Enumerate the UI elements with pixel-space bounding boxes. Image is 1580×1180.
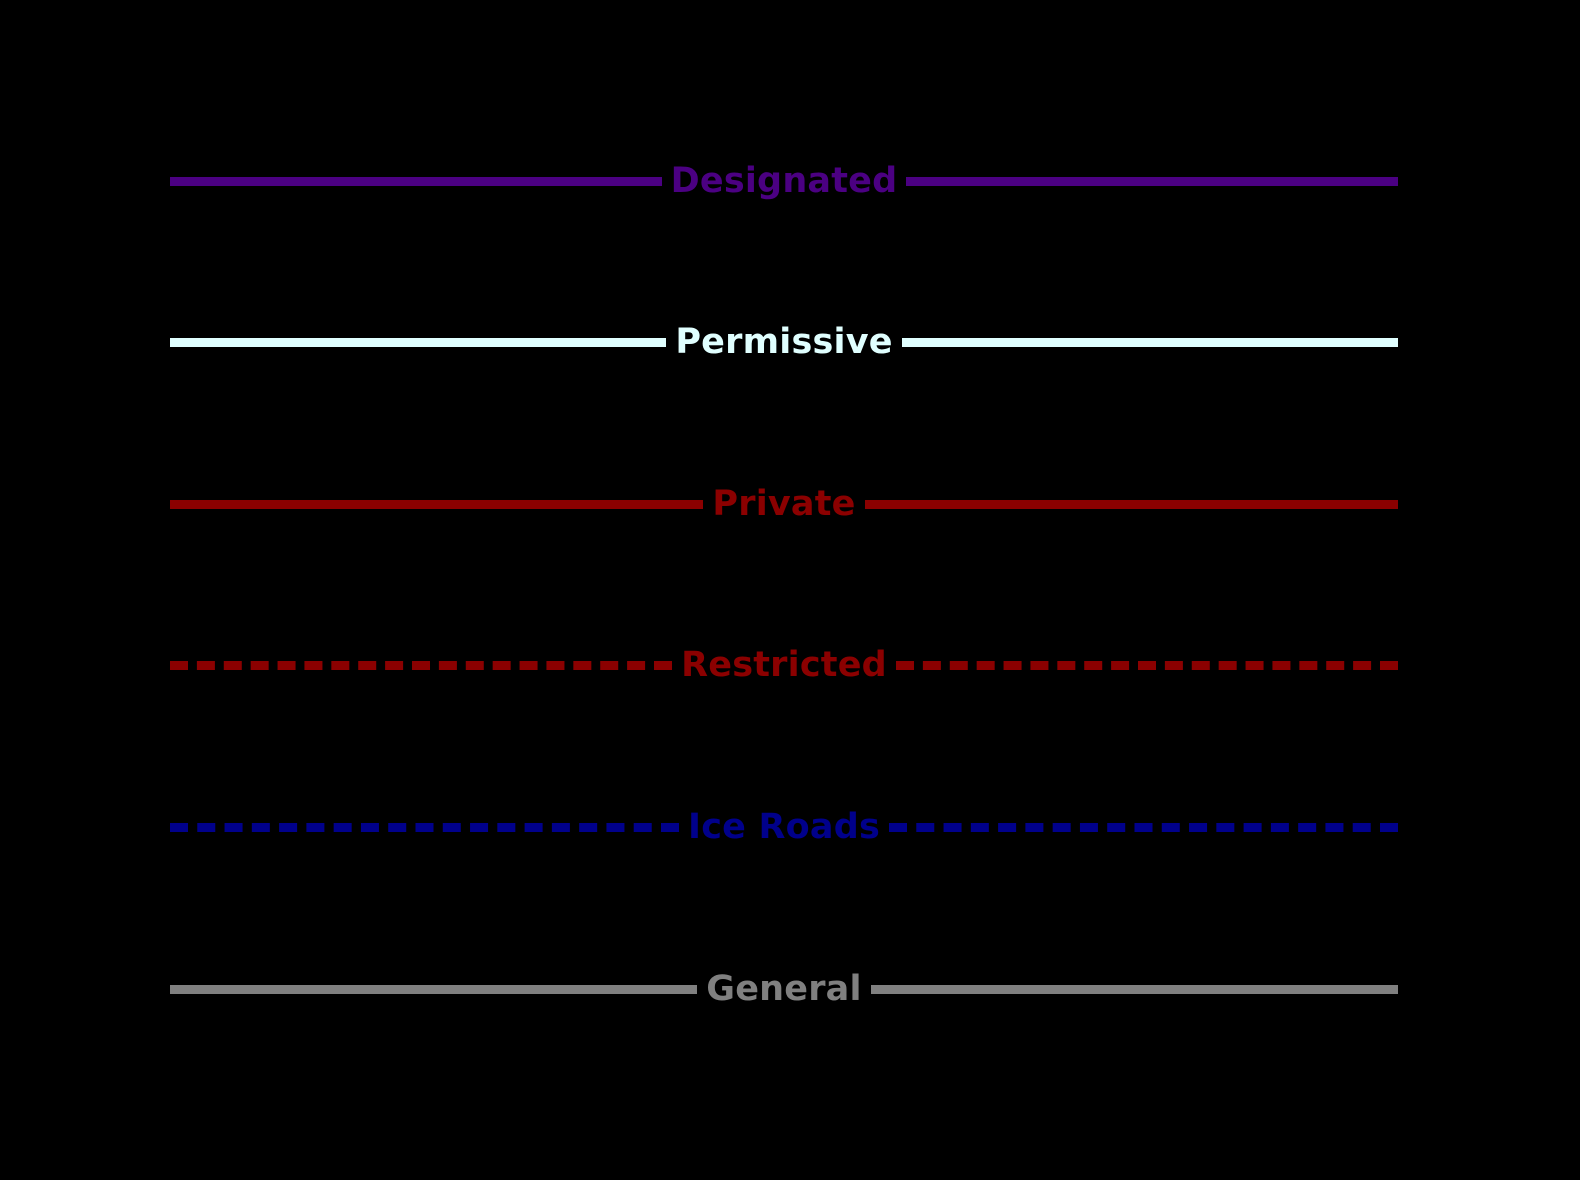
legend-line-left-designated <box>170 176 662 186</box>
legend-row-restricted: Restricted <box>170 638 1398 692</box>
legend-row-designated: Designated <box>170 154 1399 208</box>
legend-row-ice-roads: Ice Roads <box>170 800 1398 854</box>
legend-line-left-private <box>170 499 704 509</box>
legend-line-right-private <box>864 499 1398 509</box>
legend-row-permissive: Permissive <box>170 315 1398 369</box>
legend-label-designated: Designated <box>670 161 898 201</box>
legend-line-right-designated <box>906 176 1399 186</box>
legend-row-private: Private <box>170 477 1398 531</box>
legend-label-private: Private <box>712 484 856 524</box>
legend-line-left-restricted <box>170 660 673 670</box>
legend-line-right-restricted <box>895 660 1398 670</box>
legend-line-left-general <box>170 984 698 994</box>
legend-label-permissive: Permissive <box>675 322 893 362</box>
legend-label-restricted: Restricted <box>681 645 887 685</box>
legend-line-right-permissive <box>901 337 1398 347</box>
legend-line-left-ice-roads <box>170 822 679 832</box>
legend-row-general: General <box>170 962 1398 1016</box>
legend-line-right-ice-roads <box>889 822 1398 832</box>
legend-label-ice-roads: Ice Roads <box>688 807 880 847</box>
legend-line-right-general <box>870 984 1398 994</box>
legend-label-general: General <box>706 969 862 1009</box>
legend-line-left-permissive <box>170 337 667 347</box>
